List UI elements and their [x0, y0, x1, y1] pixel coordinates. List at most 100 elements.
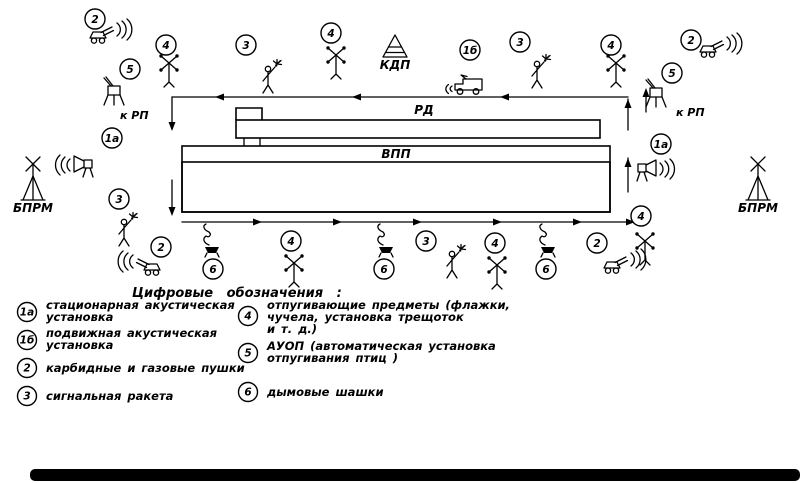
bprm-antenna-icon: [20, 156, 46, 201]
gas-cannon-icon: [603, 248, 647, 274]
arrowhead-icon: [624, 99, 632, 108]
badge-bottom-3: 6: [373, 258, 395, 280]
badge-left-4: 2: [150, 236, 172, 258]
badge-label: 1а: [20, 307, 34, 319]
legend-text: отпугивания птиц ): [267, 351, 398, 365]
legend-item-5: 5 АУОП (автоматическая установка отпугив…: [237, 339, 496, 365]
arrowhead-icon: [168, 207, 176, 216]
legend-text: установка: [46, 310, 114, 324]
badge-label: 2: [157, 242, 164, 254]
smoke-pot-icon: [203, 223, 220, 258]
badge-label: 1а: [654, 139, 668, 151]
badge-bottom-7: 2: [586, 232, 608, 254]
badge-bottom-4: 3: [415, 230, 437, 252]
legend-item-4: 4 отпугивающие предметы (флажки, чучела,…: [237, 298, 510, 336]
arrowhead-icon: [413, 218, 422, 226]
arrowhead-icon: [215, 93, 224, 101]
badge-label: 2: [687, 35, 694, 47]
legend-item-3: 3 сигнальная ракета: [16, 385, 174, 407]
badge-top-7: 4: [600, 34, 622, 56]
badge-label: 1а: [105, 133, 119, 145]
runway-label: ВПП: [381, 147, 410, 161]
legend-text: чучела, установка трещоток: [267, 310, 465, 324]
acoustic-speaker-icon: [54, 154, 94, 178]
scare-whirligig-icon: [325, 45, 347, 80]
badge-label: 3: [242, 40, 249, 52]
scare-whirligig-icon: [158, 53, 180, 88]
legend-text: подвижная акустическая: [46, 326, 218, 340]
badge-right-3: 4: [630, 205, 652, 227]
runway-vpp-grid: [181, 161, 611, 213]
badge-left-2: 1а: [101, 127, 123, 149]
auop-device-icon: [103, 76, 125, 106]
taxiway-rd: [235, 119, 601, 139]
smoke-pot-icon: [377, 223, 394, 258]
badge-label: 4: [243, 311, 251, 323]
badge-label: 4: [606, 40, 614, 52]
gas-cannon-icon: [699, 32, 743, 58]
badge-label: 6: [244, 387, 251, 399]
arrowhead-icon: [624, 158, 632, 167]
airfield-strip: РД ВПП: [181, 103, 611, 213]
badge-top-6: 3: [509, 31, 531, 53]
krp-left-label: к РП: [120, 109, 149, 122]
arrowhead-icon: [333, 218, 342, 226]
person-signal-flare-icon: [446, 243, 467, 279]
badge-top-1: 2: [84, 8, 106, 30]
arrowhead-icon: [352, 93, 361, 101]
krp-right-label: к РП: [676, 106, 705, 119]
patrol-route: [168, 88, 650, 226]
taxiway-connector: [243, 137, 261, 147]
arrowhead-icon: [500, 93, 509, 101]
arrowhead-icon: [253, 218, 262, 226]
badge-label: 2: [593, 238, 600, 250]
legend-text: дымовые шашки: [266, 385, 384, 399]
legend-item-2: 2 карбидные и газовые пушки: [16, 357, 245, 379]
badge-left-1: 5: [119, 58, 141, 80]
control-tower-kdp-icon: [382, 34, 408, 58]
legend-text: установка: [46, 338, 114, 352]
acoustic-speaker-icon: [636, 158, 676, 182]
person-signal-flare-icon: [262, 58, 283, 94]
arrowhead-icon: [168, 122, 176, 131]
badge-label: 3: [115, 194, 122, 206]
bprm-right-label: БПРМ: [738, 201, 778, 215]
person-signal-flare-icon: [531, 53, 552, 89]
mobile-acoustic-truck-icon: [445, 74, 483, 95]
badge-label: 6: [380, 264, 387, 276]
badge-label: 4: [286, 236, 294, 248]
person-signal-flare-icon: [118, 211, 139, 247]
badge-label: 2: [23, 363, 30, 375]
badge-label: 4: [490, 238, 498, 250]
badge-label: 5: [126, 64, 133, 76]
badge-label: 1б: [20, 335, 35, 347]
legend-text: стационарная акустическая: [46, 298, 235, 312]
legend-text: и т. д.): [267, 322, 317, 336]
arrowhead-icon: [642, 88, 650, 97]
taxiway-entry-step: [235, 107, 263, 120]
badge-bottom-2: 4: [280, 230, 302, 252]
smoke-pot-icon: [539, 223, 556, 258]
badge-bottom-6: 6: [535, 258, 557, 280]
arrowhead-icon: [573, 218, 582, 226]
scare-whirligig-icon: [605, 53, 627, 88]
legend-item-1a: 1а стационарная акустическая установка: [16, 298, 235, 324]
legend-heading: Цифровые обозначения :: [132, 286, 342, 301]
badge-top-8: 2: [680, 29, 702, 51]
legend-text: отпугивающие предметы (флажки,: [267, 298, 510, 312]
badge-bottom-1: 6: [202, 258, 224, 280]
badge-label: 4: [636, 211, 644, 223]
page-edge-artifact: [30, 469, 800, 481]
legend-text: сигнальная ракета: [46, 389, 174, 403]
scare-whirligig-icon: [486, 255, 508, 290]
badge-label: 4: [161, 40, 169, 52]
arrowhead-icon: [493, 218, 502, 226]
badge-label: 4: [326, 28, 334, 40]
badge-label: 5: [668, 68, 675, 80]
scare-whirligig-icon: [283, 253, 305, 288]
badge-top-4: 4: [320, 22, 342, 44]
badge-top-5: 1б: [459, 39, 481, 61]
badge-top-2: 4: [155, 34, 177, 56]
badge-label: 2: [91, 14, 98, 26]
